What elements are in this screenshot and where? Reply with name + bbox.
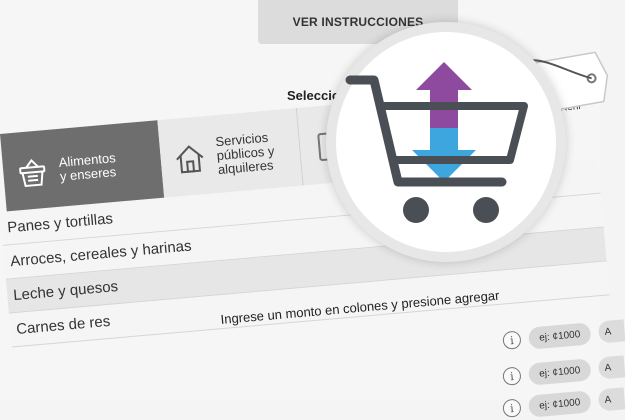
tab-label: Servicios públicos y alquileres: [215, 130, 276, 177]
amount-input[interactable]: ej: ¢1000: [527, 390, 592, 418]
tab-label-line: alquileres: [217, 157, 275, 178]
amount-input[interactable]: ej: ¢1000: [527, 322, 592, 350]
amount-input[interactable]: ej: ¢1000: [527, 358, 592, 386]
amount-row: i ej: ¢1000 A: [502, 319, 625, 352]
add-button[interactable]: A: [597, 319, 625, 344]
tab-alimentos[interactable]: Alimentos y enseres: [0, 120, 165, 216]
select-label: Seleccio: [287, 88, 340, 103]
magnifier-circle: [326, 22, 566, 262]
tab-servicios[interactable]: Servicios públicos y alquileres: [157, 108, 305, 202]
add-button[interactable]: A: [597, 387, 625, 412]
instructions-button[interactable]: VER INSTRUCCIONES: [258, 0, 458, 44]
arrow-up-icon: [416, 62, 472, 128]
shopping-cart-icon: [345, 62, 528, 223]
amount-row: i ej: ¢1000 A: [502, 387, 625, 420]
arrow-down-icon: [412, 128, 476, 182]
tab-label-line: y enseres: [59, 164, 117, 184]
info-icon[interactable]: i: [502, 366, 522, 386]
tab-label: Alimentos y enseres: [58, 150, 117, 184]
house-icon: [176, 145, 204, 174]
info-icon[interactable]: i: [502, 330, 522, 350]
basket-icon: [19, 158, 46, 188]
amount-row: i ej: ¢1000 A: [502, 355, 625, 388]
add-button[interactable]: A: [597, 355, 625, 380]
info-icon[interactable]: i: [502, 398, 522, 418]
